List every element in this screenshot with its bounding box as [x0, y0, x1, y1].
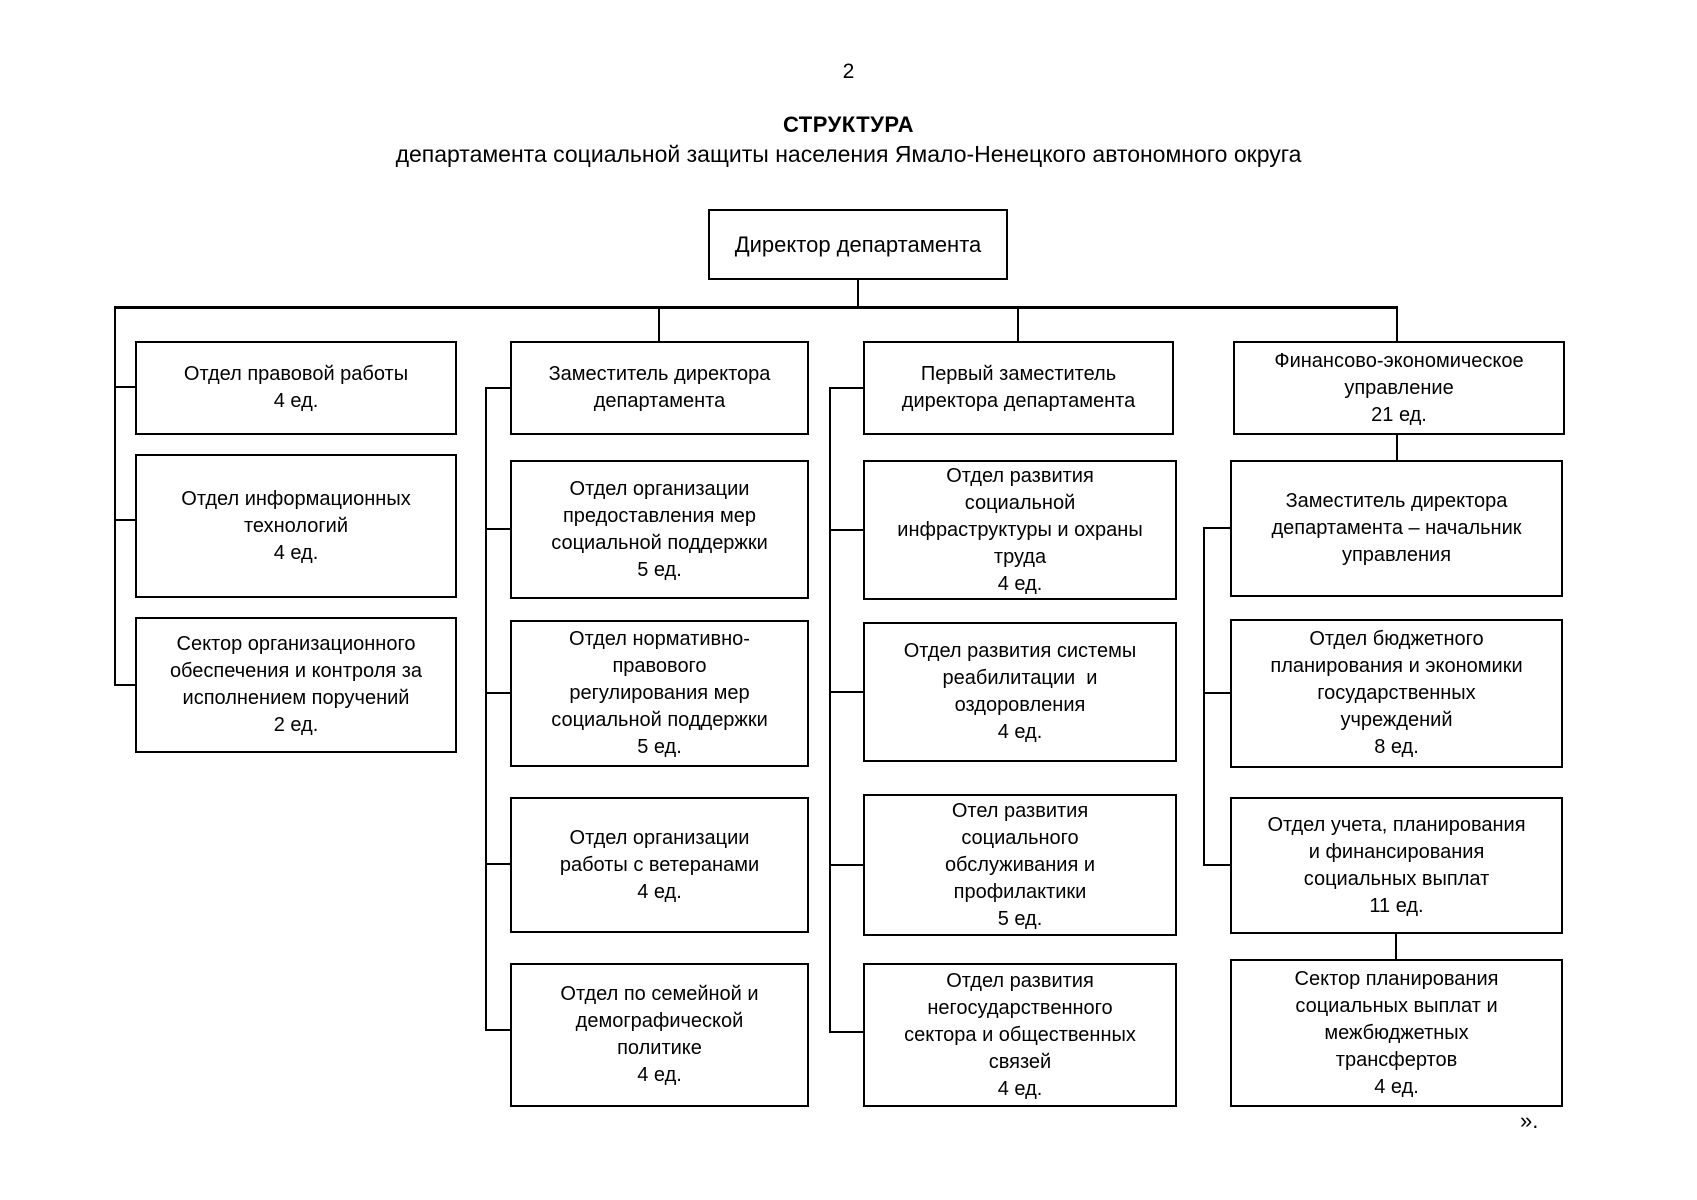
connector-col4-stub-1: [1203, 692, 1232, 694]
box-director: Директор департамента: [708, 209, 1008, 280]
box-org-support-control-sector: Сектор организационного обеспечения и ко…: [135, 617, 457, 753]
box-nonstate-sector-public-relations-dept: Отдел развития негосударственного сектор…: [863, 963, 1177, 1107]
connector-col2-stub-4: [485, 1029, 512, 1031]
connector-col4-accounting-to-sector: [1395, 934, 1397, 959]
connector-col2-stub-3: [485, 863, 512, 865]
connector-col2-spine: [485, 387, 487, 1031]
box-veterans-work-dept: Отдел организации работы с ветеранами 4 …: [510, 797, 809, 933]
connector-col4-drop: [1396, 308, 1398, 342]
connector-director-drop: [857, 280, 859, 308]
box-family-demographic-policy-dept: Отдел по семейной и демографической поли…: [510, 963, 809, 1107]
closing-quote-mark: ».: [1520, 1108, 1539, 1133]
page-number: 2: [842, 60, 855, 83]
box-social-infrastructure-labor-dept: Отдел развития социальной инфраструктуры…: [863, 460, 1177, 600]
connector-col3-stub-4: [829, 1031, 865, 1033]
connector-col2-header-stub: [485, 387, 512, 389]
connector-col1-spine: [114, 306, 116, 686]
connector-col4-spine: [1203, 527, 1205, 866]
header-finance-economic-directorate: Финансово-экономическое управление 21 ед…: [1233, 341, 1565, 435]
connector-col3-stub-3: [829, 864, 865, 866]
connector-col3-spine: [829, 387, 831, 1033]
connector-col2-stub-1: [485, 528, 512, 530]
connector-col3-header-stub: [829, 387, 865, 389]
connector-col1-stub-3: [114, 684, 137, 686]
box-social-support-provision-dept: Отдел организации предоставления мер соц…: [510, 460, 809, 599]
connector-col3-stub-2: [829, 691, 865, 693]
chart-title: СТРУКТУРА: [782, 112, 915, 137]
connector-col3-drop: [1017, 308, 1019, 342]
box-rehabilitation-health-dept: Отдел развития системы реабилитации и оз…: [863, 622, 1177, 762]
connector-col3-stub-1: [829, 529, 865, 531]
box-social-services-prevention-dept: Отел развития социального обслуживания и…: [863, 794, 1177, 936]
box-payments-planning-transfers-sector: Сектор планирования социальных выплат и …: [1230, 959, 1563, 1107]
box-deputy-director-head-of-directorate: Заместитель директора департамента – нач…: [1230, 460, 1563, 597]
chart-subtitle: департамента социальной защиты населения…: [395, 141, 1302, 167]
connector-col1-stub-2: [114, 519, 137, 521]
connector-main-horizontal: [114, 306, 1398, 309]
box-accounting-financing-payments-dept: Отдел учета, планирования и финансирован…: [1230, 797, 1563, 934]
box-legal-work-dept: Отдел правовой работы 4 ед.: [135, 341, 457, 435]
connector-col2-stub-2: [485, 692, 512, 694]
connector-col4-header-to-deputy: [1396, 435, 1398, 460]
box-legal-regulation-dept: Отдел нормативно- правового регулировани…: [510, 620, 809, 767]
box-budget-planning-economics-dept: Отдел бюджетного планирования и экономик…: [1230, 619, 1563, 768]
connector-col2-drop: [658, 308, 660, 342]
connector-col1-stub-1: [114, 386, 137, 388]
box-information-technology-dept: Отдел информационных технологий 4 ед.: [135, 454, 457, 598]
header-deputy-director: Заместитель директора департамента: [510, 341, 809, 435]
connector-col4-deputy-stub: [1203, 527, 1232, 529]
header-first-deputy-director: Первый заместитель директора департамент…: [863, 341, 1174, 435]
connector-col4-stub-2: [1203, 864, 1232, 866]
